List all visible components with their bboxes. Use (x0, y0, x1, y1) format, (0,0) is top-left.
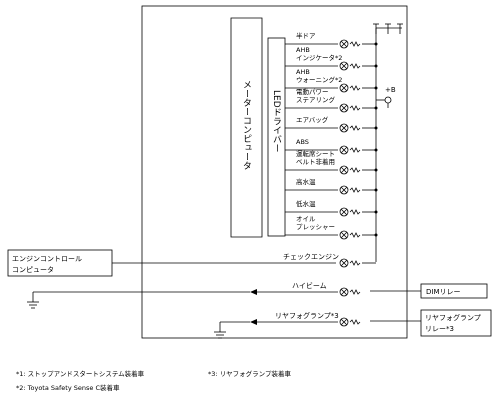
note-2: *2: Toyota Safety Sense C装着車 (16, 383, 120, 392)
meter-computer-block (230, 17, 263, 238)
indicator-lamp-icon (339, 83, 361, 93)
combination-meter-outline (141, 5, 408, 339)
indicator-row: エアバッグ (285, 115, 378, 133)
diode-arrow-rear-fog (250, 319, 257, 325)
engine-ecu-label-2: コンピュータ (12, 265, 54, 274)
indicator-label: 半ドア (296, 31, 316, 40)
indicator-label: ステアリング (296, 95, 336, 104)
junction-dot (374, 148, 378, 152)
indicator-lamp-icon (339, 185, 361, 195)
indicator-label: ABS (296, 138, 309, 146)
check-engine-lamp-icon (339, 258, 361, 268)
rear-fog-relay-block (420, 309, 492, 337)
indicator-label: プレッシャー (296, 223, 335, 231)
indicator-label: インジケータ*2 (296, 53, 342, 62)
indicator-row: 半ドア (285, 31, 378, 49)
indicator-lamp-icon (339, 165, 361, 175)
indicator-label: ウォーニング*2 (296, 75, 342, 84)
junction-dot (374, 126, 378, 130)
indicator-label: AHB (296, 46, 310, 54)
check-engine-label: チェックエンジン (283, 253, 339, 261)
indicator-layer: 半ドアAHBインジケータ*2AHBウォーニング*2電動パワーステアリングエアバッ… (285, 31, 378, 240)
indicator-lamp-icon (339, 61, 361, 71)
indicator-row: 高水温 (285, 177, 378, 195)
junction-dot (374, 188, 378, 192)
engine-ecu-label-1: エンジンコントロール (12, 255, 82, 263)
indicator-lamp-icon (339, 103, 361, 113)
rear-fog-label: リヤフォグランプ*3 (275, 311, 339, 320)
high-beam-lamp-icon (339, 287, 361, 297)
rear-fog-lamp-icon (339, 317, 361, 327)
indicator-label: エアバッグ (296, 115, 329, 124)
indicator-label: 運転席シート (296, 149, 335, 158)
ground-symbol-highbeam (27, 291, 250, 309)
junction-dot (374, 210, 378, 214)
lamp-layer (256, 23, 403, 327)
supply-terminal-icon (397, 23, 403, 34)
plus-b-label: +B (385, 86, 396, 94)
indicator-label: 低水温 (296, 199, 316, 208)
ground-symbol-rear-fog (214, 321, 250, 339)
junction-dot (374, 86, 378, 90)
note-3: *3: リヤフォグランプ装着車 (208, 369, 291, 378)
led-driver-block (267, 37, 286, 237)
junction-dot (374, 42, 378, 46)
indicator-label: ベルト非着用 (296, 157, 335, 166)
indicator-label: AHB (296, 68, 310, 76)
indicator-row: ABS (285, 138, 378, 155)
led-driver-label: LEDドライバー (271, 90, 282, 153)
junction-dot (374, 106, 378, 110)
plus-b-fuse-icon (376, 96, 392, 108)
dim-relay-label: DIMリレー (426, 288, 461, 296)
indicator-lamp-icon (339, 207, 361, 217)
supply-terminal-icon (385, 23, 391, 34)
indicator-label: 電動パワー (296, 87, 329, 96)
supply-terminal-icon (373, 23, 379, 34)
indicator-lamp-icon (339, 145, 361, 155)
indicator-label: オイル (296, 215, 316, 223)
indicator-label: 高水温 (296, 177, 316, 186)
high-beam-label: ハイビーム (292, 281, 327, 290)
junction-dot (374, 168, 378, 172)
meter-computer-label: メーターコンピュータ (241, 80, 252, 170)
rear-fog-relay-label-2: リレー*3 (425, 325, 454, 333)
diode-arrow-highbeam (250, 289, 257, 295)
note-1: *1: ストップアンドスタートシステム装着車 (16, 369, 145, 378)
indicator-row: 低水温 (285, 199, 378, 217)
junction-dot (374, 233, 378, 237)
junction-dot (374, 64, 378, 68)
indicator-lamp-icon (339, 230, 361, 240)
indicator-lamp-icon (339, 39, 361, 49)
rear-fog-relay-label-1: リヤフォグランプ (425, 313, 481, 322)
indicator-lamp-icon (339, 123, 361, 133)
